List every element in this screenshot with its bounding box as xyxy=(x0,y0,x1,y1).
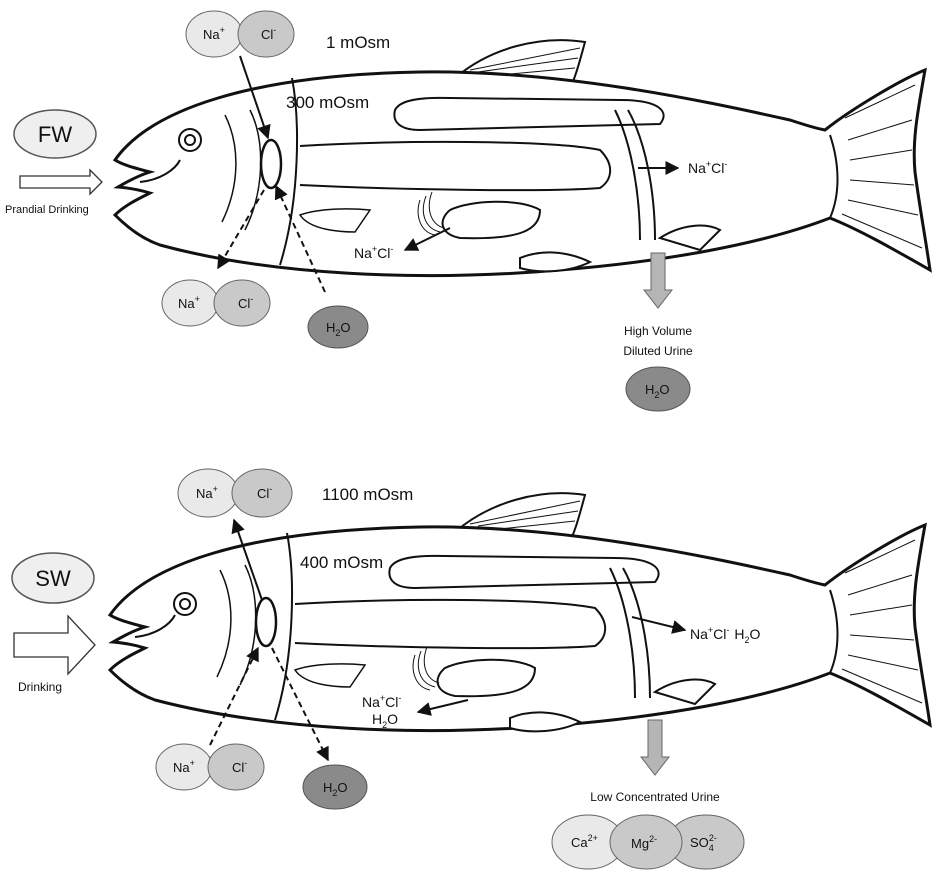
fw-drinking-label: Prandial Drinking xyxy=(5,204,89,216)
fw-water-osmolality: 1 mOsm xyxy=(326,33,390,52)
sw-water-molecule: H2O xyxy=(303,765,367,809)
fw-water-molecule: H2O xyxy=(308,306,368,348)
sw-drinking-arrow xyxy=(14,616,95,674)
fw-panel: FW Prandial Drinking 1 mOsm 300 mOsm Na+… xyxy=(5,11,930,411)
sw-body-osmolality: 400 mOsm xyxy=(300,553,383,572)
fw-ion-uptake-pair: Na+ Cl- xyxy=(186,11,294,57)
sw-fish-illustration xyxy=(110,493,930,731)
fw-urine-water: H2O xyxy=(626,367,690,411)
sw-urine-ions: Ca2+ Mg2- SO42- xyxy=(552,815,744,869)
sw-env-label: SW xyxy=(35,566,71,591)
sw-ion-excretion-pair: Na+ Cl- xyxy=(178,469,292,517)
sw-urine-arrow xyxy=(641,720,669,775)
fw-body-osmolality: 300 mOsm xyxy=(286,93,369,112)
sw-urine-label: Low Concentrated Urine xyxy=(590,790,720,804)
sw-panel: SW Drinking 1100 mOsm 400 mOsm Na+ Cl- N… xyxy=(12,469,930,869)
fw-drinking-arrow xyxy=(20,170,102,194)
fw-env-label: FW xyxy=(38,122,72,147)
fw-ion-loss-pair: Na+ Cl- xyxy=(162,280,270,326)
sw-drinking-label: Drinking xyxy=(18,680,62,694)
fw-urine-label-line1: High Volume xyxy=(624,324,692,338)
sw-water-osmolality: 1100 mOsm xyxy=(322,485,413,504)
fw-urine-label-line2: Diluted Urine xyxy=(623,344,693,358)
fw-fish-illustration xyxy=(115,40,930,275)
sw-ion-gain-pair: Na+ Cl- xyxy=(156,744,264,790)
